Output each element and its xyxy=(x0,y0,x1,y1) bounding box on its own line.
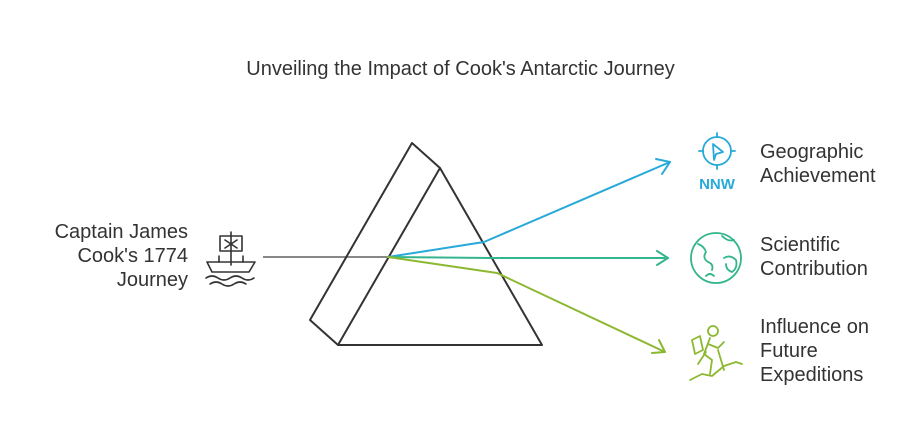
output-label-expeditions: Influence on Future Expeditions xyxy=(760,316,869,386)
prism xyxy=(309,142,543,346)
beam-expeditions xyxy=(387,256,666,354)
beam-scientific xyxy=(387,250,669,266)
ship-icon xyxy=(205,231,256,287)
output-label-geographic: Geographic Achievement xyxy=(760,141,876,187)
hiker-icon xyxy=(689,325,743,381)
beam-geographic xyxy=(387,158,671,258)
compass-icon xyxy=(698,132,736,170)
output-label-scientific: Scientific Contribution xyxy=(760,234,868,280)
diagram-title: Unveiling the Impact of Cook's Antarctic… xyxy=(246,58,675,80)
globe-icon xyxy=(690,232,742,284)
compass-icon-text: NNW xyxy=(699,176,736,193)
source-label: Captain James Cook's 1774 Journey xyxy=(54,221,188,291)
